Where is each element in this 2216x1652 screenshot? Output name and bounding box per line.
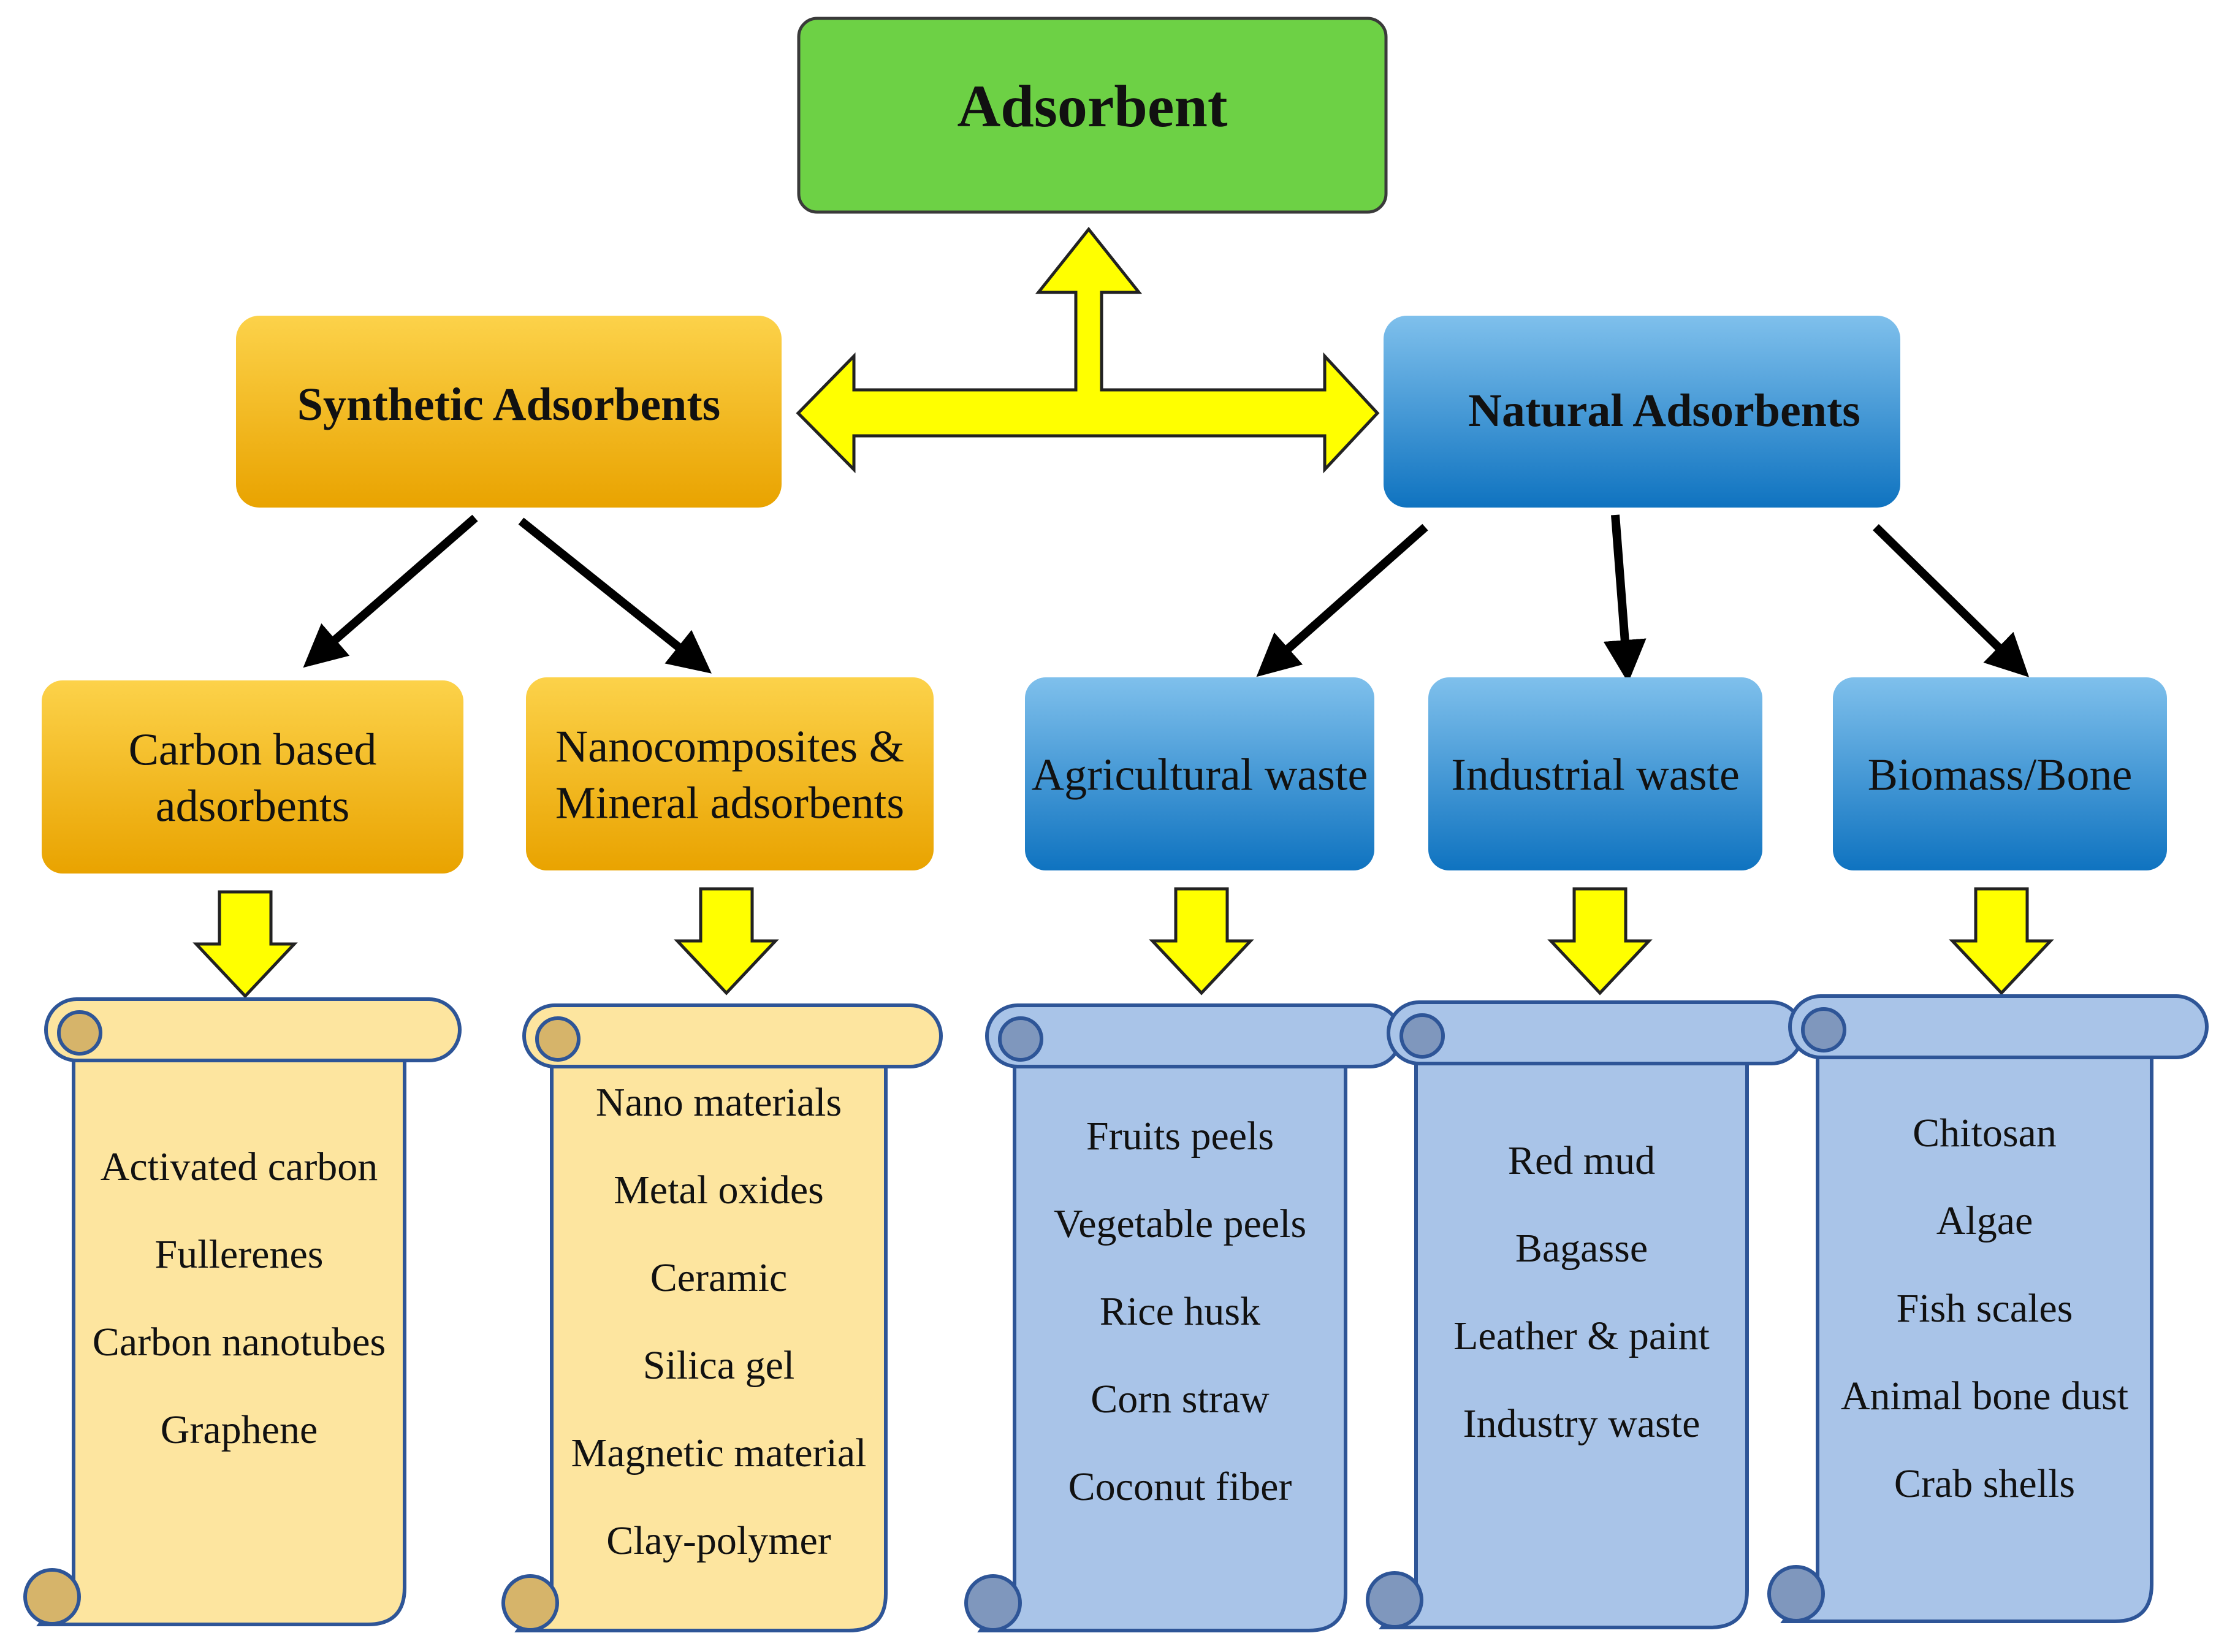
scroll-item: Coconut fiber	[1068, 1464, 1292, 1509]
category-label: Industrial waste	[1451, 750, 1740, 801]
scroll-bottom-curl	[1767, 1565, 1825, 1623]
down-arrow	[1949, 887, 2054, 995]
scroll-top-roll	[522, 1003, 943, 1068]
scroll-item: Fruits peels	[1086, 1114, 1274, 1159]
scroll-top-curl	[535, 1016, 581, 1062]
branch-arrow	[303, 514, 478, 668]
scroll-bottom-curl	[1366, 1571, 1423, 1629]
scroll-item: Carbon nanotubes	[93, 1320, 386, 1365]
scroll-item: Vegetable peels	[1054, 1201, 1306, 1246]
scroll-top-curl	[1399, 1013, 1445, 1059]
category-box	[1833, 677, 2167, 870]
scroll-top-roll	[1387, 1000, 1804, 1065]
category-label: Nanocomposites &	[555, 722, 904, 772]
scroll-bottom-curl	[23, 1568, 81, 1626]
natural-box	[1384, 316, 1900, 508]
connector-arrow	[796, 226, 1380, 474]
scroll-item: Metal oxides	[614, 1168, 824, 1212]
scroll-sheet	[36, 1028, 406, 1626]
scroll-top-curl	[998, 1016, 1043, 1062]
scroll-item: Nano materials	[596, 1080, 842, 1125]
down-arrow	[1149, 887, 1254, 995]
scroll-item: Industry waste	[1463, 1401, 1700, 1446]
synthetic-label: Synthetic Adsorbents	[297, 379, 720, 430]
scroll-top-roll	[44, 997, 462, 1062]
scroll-item: Rice husk	[1100, 1289, 1260, 1334]
scroll-top-curl	[1801, 1007, 1846, 1052]
scroll-item: Fish scales	[1897, 1286, 2073, 1331]
scroll-top-curl	[57, 1010, 102, 1056]
category-box	[1428, 677, 1762, 870]
natural-node: Natural Adsorbents	[1384, 316, 1900, 508]
scroll-item: Magnetic material	[571, 1431, 867, 1475]
scroll-item: Red mud	[1508, 1138, 1655, 1183]
scroll-item: Fullerenes	[155, 1232, 324, 1277]
scroll-item: Animal bone dust	[1841, 1374, 2128, 1418]
branch-arrow	[518, 517, 712, 674]
category-label: Agricultural waste	[1032, 750, 1368, 801]
scroll-item: Algae	[1936, 1198, 2033, 1243]
synthetic-box	[236, 316, 782, 508]
scroll-sheet	[1379, 1031, 1749, 1629]
category-label: Biomass/Bone	[1868, 750, 2133, 801]
branch-arrow	[1603, 514, 1647, 683]
category-label: Mineral adsorbents	[555, 778, 904, 829]
scroll-item: Silica gel	[643, 1343, 794, 1388]
scroll-bottom-curl	[501, 1574, 559, 1632]
category-label: adsorbents	[156, 782, 350, 832]
scroll-item: Activated carbon	[101, 1144, 378, 1189]
branch-arrow	[1256, 523, 1428, 677]
category-box	[526, 677, 934, 870]
scroll-top-roll	[985, 1003, 1403, 1068]
category-box	[42, 680, 463, 874]
down-arrow	[1547, 887, 1653, 995]
branch-arrow	[1873, 523, 2030, 677]
scroll-item: Bagasse	[1515, 1226, 1648, 1271]
down-arrow	[674, 887, 779, 995]
scroll-bottom-curl	[964, 1574, 1022, 1632]
scroll-item: Chitosan	[1913, 1111, 2057, 1155]
category-label: Carbon based	[129, 725, 377, 775]
natural-label: Natural Adsorbents	[1468, 385, 1860, 436]
scroll-item: Clay-polymer	[606, 1518, 831, 1563]
scroll-item: Graphene	[161, 1407, 318, 1452]
synthetic-node: Synthetic Adsorbents	[236, 316, 782, 508]
scroll-top-roll	[1788, 994, 2209, 1059]
scroll-item: Leather & paint	[1453, 1314, 1710, 1358]
scroll-item: Crab shells	[1894, 1461, 2075, 1506]
root-box	[797, 17, 1388, 214]
scroll-item: Ceramic	[650, 1255, 788, 1300]
scroll-sheet	[977, 1034, 1347, 1632]
scroll-sheet	[514, 1034, 888, 1632]
scroll-item: Corn straw	[1091, 1377, 1270, 1422]
down-arrow	[192, 890, 298, 999]
root-label: Adsorbent	[957, 74, 1227, 140]
root-node: Adsorbent	[797, 17, 1388, 214]
scroll-sheet	[1780, 1025, 2153, 1623]
category-box	[1025, 677, 1374, 870]
